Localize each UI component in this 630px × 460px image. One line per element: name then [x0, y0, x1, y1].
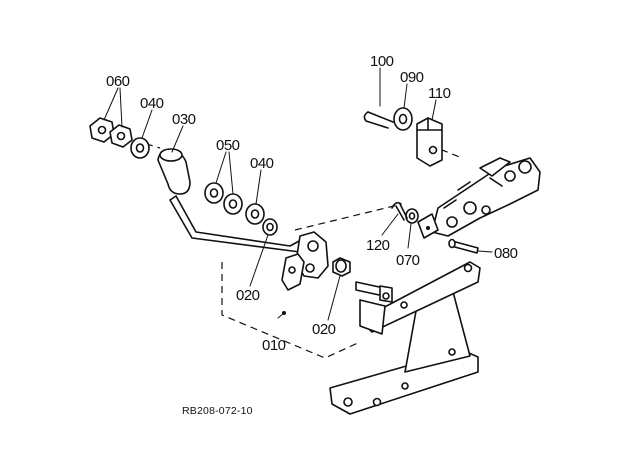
callout-100: 080 [494, 245, 518, 262]
part-100-pin [448, 238, 479, 254]
control-valve-assembly [417, 157, 541, 239]
part-080-pin [363, 111, 394, 129]
callout-020-upper: 020 [236, 287, 260, 304]
bracket-bolt [355, 281, 393, 303]
callout-040-lower: 040 [250, 155, 274, 172]
part-020-bushing-lower [332, 257, 351, 277]
callout-060: 060 [106, 73, 130, 90]
callout-090: 110 [428, 85, 451, 102]
callout-030: 030 [172, 111, 196, 128]
diagram-reference-code: RB208-072-10 [182, 405, 253, 417]
part-120-spring-pin [391, 201, 408, 221]
part-010-lever [169, 195, 329, 315]
callout-020-lower: 020 [312, 321, 336, 338]
callout-010: 010 [262, 337, 286, 354]
callout-070: 090 [400, 69, 424, 86]
part-040-washer-lower [245, 203, 265, 225]
callout-040-upper: 040 [140, 95, 164, 112]
callout-080: 100 [370, 53, 394, 70]
part-040-washer-upper [130, 137, 150, 159]
callout-labels: 060 040 030 050 040 020 010 020 100 090 … [106, 53, 518, 354]
part-070-washer [393, 107, 413, 131]
part-090-clevis [416, 117, 443, 167]
callout-110: 070 [396, 252, 420, 269]
part-110-washer [405, 208, 419, 224]
part-050-washers [204, 182, 243, 215]
part-030-grip [157, 148, 191, 195]
part-060-nuts [89, 117, 133, 148]
leader-lines [103, 67, 493, 321]
callout-120: 120 [366, 237, 390, 254]
mounting-bracket [329, 261, 481, 415]
callout-050: 050 [216, 137, 240, 154]
part-020-bushing-upper [262, 218, 278, 236]
